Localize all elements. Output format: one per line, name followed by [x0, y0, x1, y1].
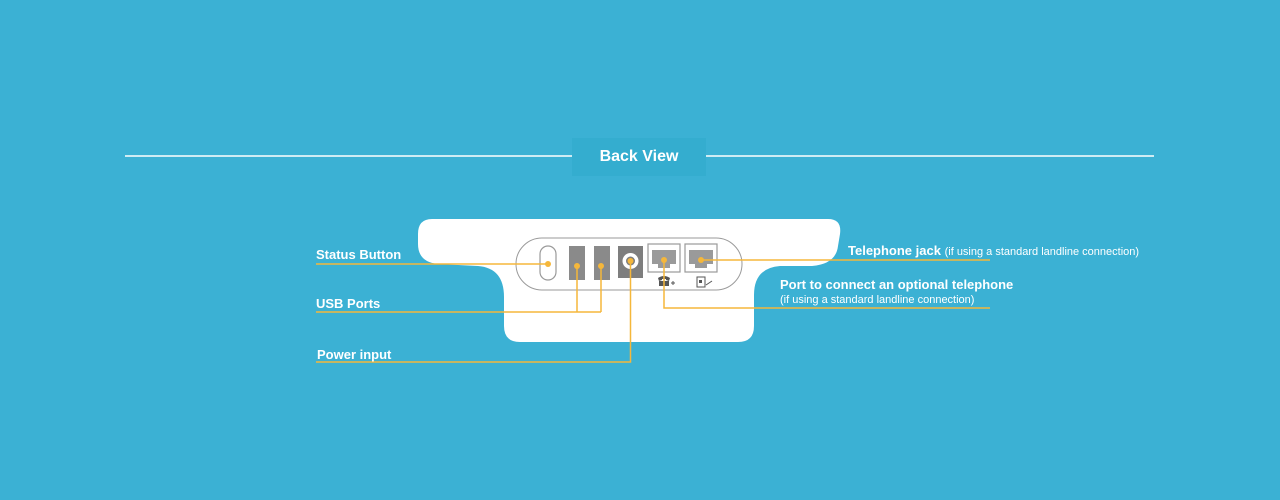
- dot-power: [627, 258, 634, 264]
- telephone-jack-note: (if using a standard landline connection…: [944, 246, 1140, 258]
- status-button-label: Status Button: [316, 247, 402, 262]
- usb-ports-label: USB Ports: [316, 296, 381, 311]
- callout-lines: [316, 259, 990, 363]
- optional-telephone-note: (if using a standard landline connection…: [780, 294, 975, 306]
- power-input-label: Power input: [317, 347, 392, 362]
- usb-port-2: [594, 246, 610, 280]
- callout-power: [316, 261, 632, 363]
- wall-socket-icon: [696, 276, 713, 288]
- dot-usb-2: [598, 263, 604, 269]
- page-title: Back View: [572, 138, 706, 176]
- telephone-jack-label: Telephone jack (if using a standard land…: [848, 243, 1139, 258]
- dot-status-button: [545, 261, 551, 267]
- callout-optional-telephone: [663, 260, 990, 309]
- dot-usb-1: [574, 263, 580, 269]
- dot-optional-telephone: [661, 257, 667, 263]
- telephone-jack-title: Telephone jack: [848, 243, 941, 258]
- callout-dots: [545, 257, 704, 269]
- optional-telephone-label: Port to connect an optional telephone: [780, 277, 1014, 292]
- dot-telephone-jack: [698, 257, 704, 263]
